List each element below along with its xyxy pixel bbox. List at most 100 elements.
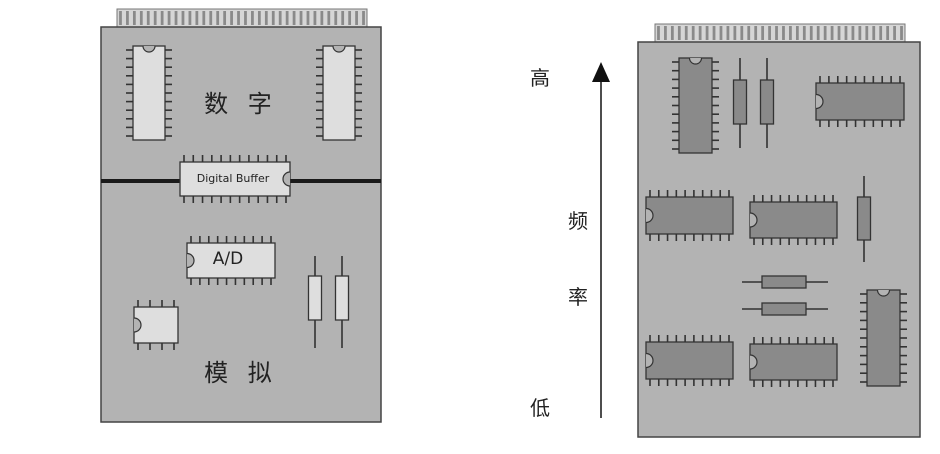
chip-body (749, 201, 838, 239)
connector-pin (202, 11, 206, 25)
connector-pin (886, 26, 890, 40)
connector-pin (837, 26, 841, 40)
digital-section-label: 数 字 (204, 90, 278, 118)
connector-pin (264, 11, 268, 25)
connector-pin (341, 11, 345, 25)
chip-notch (688, 57, 703, 65)
left-board-components (126, 45, 362, 350)
connector-pin (278, 11, 282, 25)
connector-pin (230, 11, 233, 25)
connector-pin (132, 11, 136, 25)
connector-pin (761, 26, 765, 40)
connector-pin (257, 11, 261, 25)
low-freq-ic-left (645, 335, 734, 386)
connector-pin (306, 11, 310, 25)
connector-pin (879, 26, 883, 40)
right-board-components (645, 57, 907, 387)
connector-pin (893, 26, 896, 40)
connector-pin (195, 11, 199, 25)
connector-pin (809, 26, 813, 40)
connector-pin (802, 26, 806, 40)
right-edge-connector (654, 23, 906, 43)
chip-notch (142, 45, 156, 53)
chip-body (179, 161, 291, 197)
connector-pin (844, 26, 848, 40)
chip-body (645, 196, 734, 235)
adc-chip (186, 236, 276, 285)
resistor (307, 256, 323, 348)
connector-pin (188, 11, 192, 25)
left-edge-connector (116, 8, 368, 28)
resistor (334, 256, 350, 348)
connector-pin (167, 11, 171, 25)
connector-pin (362, 11, 365, 25)
frequency-label-char-2: 率 (568, 285, 588, 309)
connector-pin (664, 26, 667, 40)
connector-pin (726, 26, 730, 40)
connector-pin (320, 11, 324, 25)
connector-pin (244, 11, 247, 25)
connector-pin (775, 26, 778, 40)
chip-notch (282, 171, 291, 187)
resistor-body (759, 79, 775, 125)
chip-body (132, 45, 166, 141)
connector-pin (823, 26, 827, 40)
chip-notch (133, 317, 142, 333)
connector-pin (733, 26, 737, 40)
mid-freq-ic-right (749, 195, 838, 245)
connector-pin (348, 11, 352, 25)
connector-pin (691, 26, 695, 40)
chip-notch (815, 93, 824, 110)
connector-pin (740, 26, 744, 40)
connector-pin (237, 11, 240, 25)
connector-pin (698, 26, 702, 40)
chip-body (815, 82, 905, 121)
adc-label: A/D (213, 249, 243, 269)
digital-buffer-label: Digital Buffer (197, 172, 270, 185)
chip-notch (332, 45, 346, 53)
connector-pin (146, 11, 150, 25)
low-freq-ic-right (749, 337, 838, 387)
connector-pin (900, 26, 903, 40)
chip-body (322, 45, 356, 141)
connector-pin (327, 11, 331, 25)
digital-ic-right (316, 45, 362, 141)
chip-body (186, 242, 276, 279)
connector-pin (139, 11, 143, 25)
small-analog-ic (133, 300, 179, 350)
left-board: 数 字 Digital Buffer A/D 模 拟 (100, 8, 382, 423)
connector-pin (174, 11, 178, 25)
frequency-low-label: 低 (530, 396, 550, 420)
connector-pin (789, 26, 792, 40)
connector-pin (126, 11, 129, 25)
resistor (759, 58, 775, 148)
connector-pin (355, 11, 358, 25)
low-freq-ic-vertical (860, 289, 907, 387)
resistor (732, 58, 748, 148)
connector-pin (334, 11, 338, 25)
resistor-body (334, 275, 350, 321)
connector-pin (851, 26, 855, 40)
connector-pin (768, 26, 771, 40)
resistor (742, 275, 828, 289)
resistor-body (732, 79, 748, 125)
right-board (637, 23, 921, 438)
digital-ic-left (126, 45, 172, 141)
connector-pin (670, 26, 674, 40)
chip-notch (645, 207, 654, 224)
connector-pin (747, 26, 751, 40)
connector-pin (782, 26, 785, 40)
connector-pin (754, 26, 758, 40)
connector-pin (865, 26, 869, 40)
connector-pin (858, 26, 862, 40)
mid-freq-ic-left (645, 190, 734, 241)
chip-notch (749, 212, 758, 228)
connector-pin (216, 11, 220, 25)
frequency-axis: 高 频 率 低 (530, 62, 610, 420)
connector-pin (677, 26, 681, 40)
chip-body (678, 57, 713, 154)
frequency-arrow-head (592, 62, 610, 82)
connector-pin (830, 26, 834, 40)
chip-notch (645, 352, 654, 369)
